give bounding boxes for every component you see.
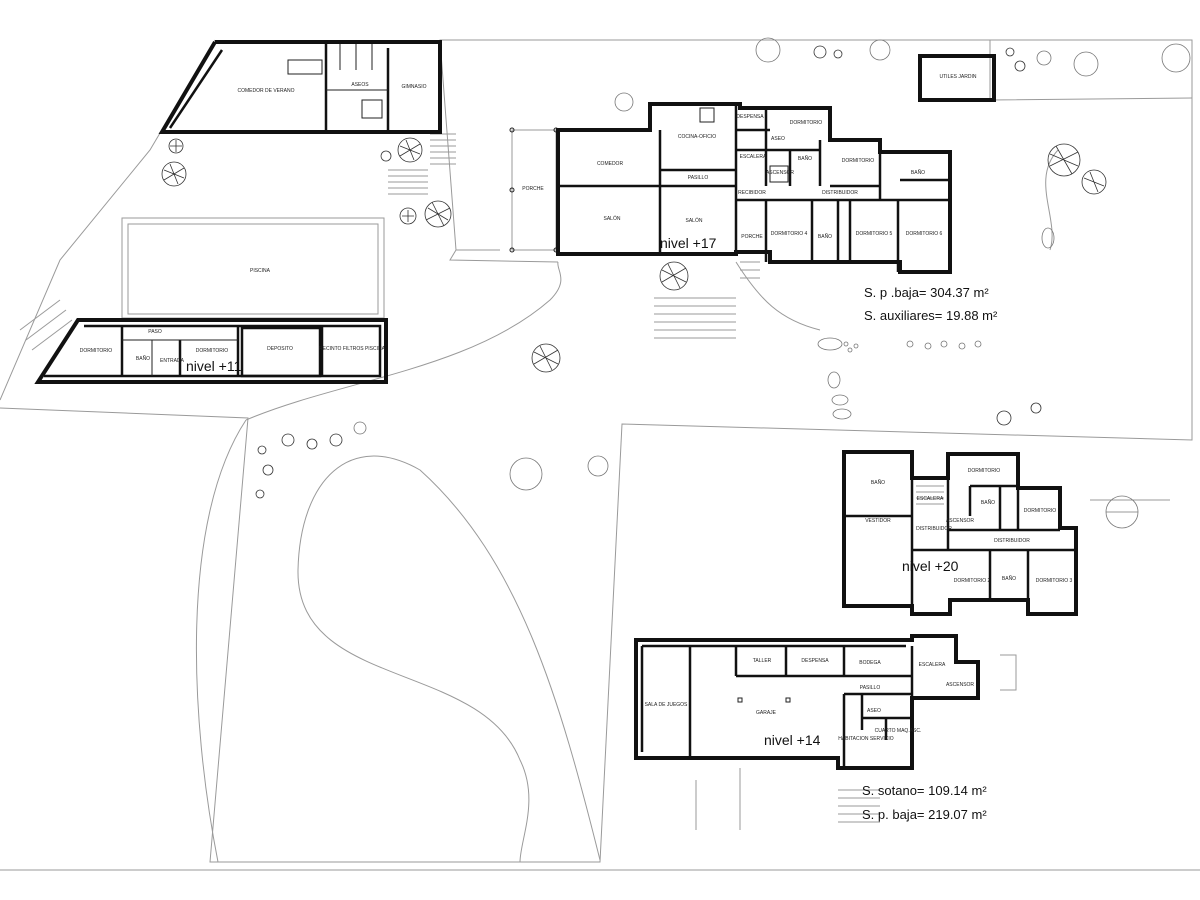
room-bs-hall: PASILLO	[860, 685, 881, 691]
room-bs-service: HABITACION SERVICIO	[838, 736, 893, 742]
room-up-dressing: VESTIDOR	[865, 518, 891, 524]
level-label-11: nivel +11	[186, 358, 242, 374]
room-porch-west: PORCHE	[522, 186, 544, 192]
room-bedroom-4: DORMITORIO 4	[771, 231, 808, 237]
room-up-bedroom-1: DORMITORIO	[968, 468, 1001, 474]
room-up-bedroom-2: DORMITORIO	[1024, 508, 1057, 514]
exterior-stairs	[19, 133, 880, 823]
room-lift-main: ASCENSOR	[766, 170, 794, 176]
basement-floor: TALLER DESPENSA BODEGA ESCALERA ASCENSOR…	[634, 634, 980, 770]
area-lower-ground: S. p. baja= 219.07 m²	[862, 807, 987, 822]
area-lower-basement: S. sotano= 109.14 m²	[862, 783, 987, 798]
landscaping	[161, 37, 1191, 529]
room-bath-s: BAÑO	[818, 233, 832, 240]
room-porch-entry: PORCHE	[741, 234, 763, 240]
room-distributor: DISTRIBUIDOR	[822, 190, 858, 196]
room-bs-lift: ASCENSOR	[946, 682, 974, 688]
main-house-ground: PORCHE COMEDOR SALÓN SALÓN PASILLO COCIN…	[509, 102, 952, 274]
room-living: SALÓN	[604, 215, 621, 222]
room-living-2: SALÓN	[686, 217, 703, 224]
upper-floor: BAÑO ESCALERA DORMITORIO BAÑO DORMITORIO…	[842, 450, 1078, 616]
room-bedroom-n: DORMITORIO	[790, 120, 823, 126]
room-pool-filters: RECINTO FILTROS PISCINA	[319, 346, 386, 352]
room-bath-e: BAÑO	[911, 169, 925, 176]
room-bs-machine: CUARTO MAQ.ASC.	[875, 728, 922, 734]
room-up-bath-1: BAÑO	[871, 479, 885, 486]
room-kitchen: COCINA-OFICIO	[678, 134, 716, 140]
room-pool-passage: PASO	[148, 329, 162, 335]
room-bath-n: BAÑO	[798, 155, 812, 162]
level-label-14: nivel +14	[764, 732, 821, 748]
room-bedroom-ne: DORMITORIO	[842, 158, 875, 164]
room-toilet-main: ASEO	[771, 136, 785, 142]
room-summer-toilets: ASEOS	[351, 82, 369, 88]
room-up-bedroom-4: DORMITORIO 3	[1036, 578, 1073, 584]
room-pantry: DESPENSA	[736, 114, 764, 120]
room-up-distributor-2: DISTRIBUIDOR	[994, 538, 1030, 544]
garden-shed: UTILES JARDIN	[918, 54, 996, 102]
room-bs-garage: GARAJE	[756, 710, 777, 716]
room-bs-games: SALA DE JUEGOS	[645, 702, 688, 708]
room-bs-stair: ESCALERA	[919, 662, 946, 668]
tree-cluster-west	[161, 45, 1107, 499]
room-up-bath-2: BAÑO	[981, 499, 995, 506]
room-hallway: PASILLO	[688, 175, 709, 181]
room-pool-entrance: ENTRADA	[160, 358, 185, 364]
level-label-17: nivel +17	[660, 235, 717, 251]
room-pool: PISCINA	[250, 268, 271, 274]
room-bedroom-5: DORMITORIO 5	[856, 231, 893, 237]
summer-pavilion: COMEDOR DE VERANO ASEOS GIMNASIO	[158, 40, 442, 134]
room-bs-cellar: BODEGA	[859, 660, 881, 666]
room-up-bedroom-3: DORMITORIO 2	[954, 578, 991, 584]
site-boundary	[0, 39, 1200, 871]
room-pool-bath: BAÑO	[136, 355, 150, 362]
room-up-bath-3: BAÑO	[1002, 575, 1016, 582]
room-up-distributor: DISTRIBUIDOR	[916, 526, 952, 532]
area-main-aux: S. auxiliares= 19.88 m²	[864, 308, 998, 323]
area-main-ground: S. p .baja= 304.37 m²	[864, 285, 989, 300]
room-up-stair: ESCALERA	[917, 496, 944, 502]
room-pool-bedroom-1: DORMITORIO	[80, 348, 113, 354]
pool-house: DORMITORIO PASO BAÑO ENTRADA DORMITORIO …	[34, 318, 388, 384]
room-up-lift: ASCENSOR	[946, 518, 974, 524]
room-pool-bedroom-2: DORMITORIO	[196, 348, 229, 354]
room-gym: GIMNASIO	[401, 84, 426, 90]
room-bs-toilet: ASEO	[867, 708, 881, 714]
shrub-cluster	[353, 37, 1191, 529]
room-bs-workshop: TALLER	[753, 658, 772, 664]
room-garden-tools: UTILES JARDIN	[940, 74, 977, 80]
room-bedroom-6: DORMITORIO 6	[906, 231, 943, 237]
room-dining: COMEDOR	[597, 161, 624, 167]
level-label-20: nivel +20	[902, 558, 959, 574]
room-bs-pantry: DESPENSA	[801, 658, 829, 664]
room-lobby: RECIBIDOR	[738, 190, 766, 196]
room-stair-main: ESCALERA	[740, 154, 767, 160]
room-summer-dining: COMEDOR DE VERANO	[238, 88, 295, 94]
room-pool-storage: DEPOSITO	[267, 346, 293, 352]
